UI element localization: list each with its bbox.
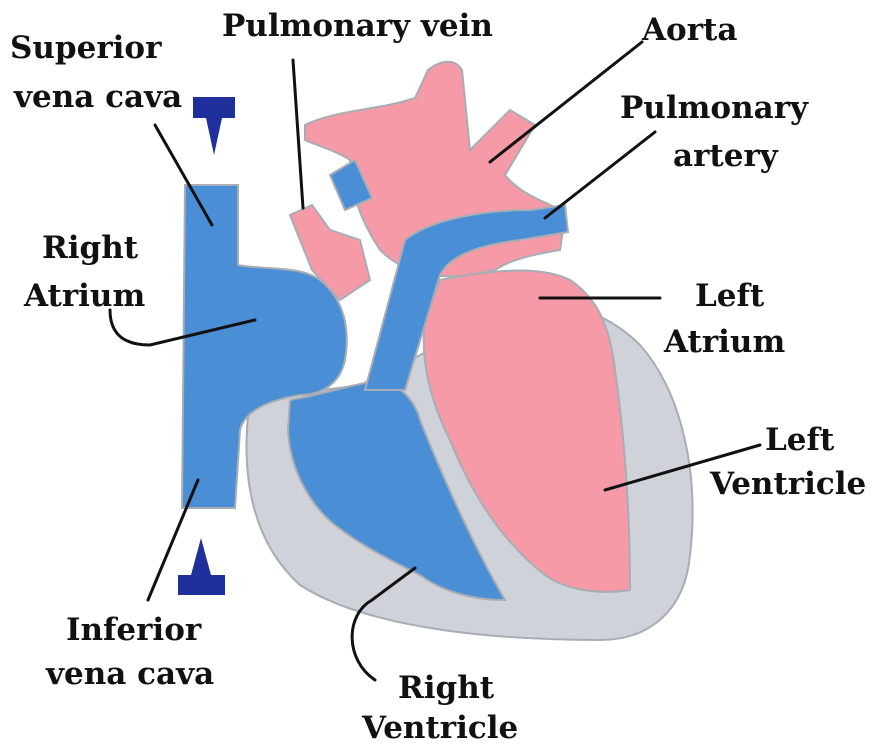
label-pulmonary-artery: Pulmonary artery: [620, 90, 819, 174]
label-right-ventricle: Right Ventricle: [361, 670, 518, 745]
down-arrow-icon: [193, 97, 235, 155]
up-arrow-icon: [178, 538, 225, 595]
label-aorta: Aorta: [641, 12, 737, 48]
label-left-atrium: Left Atrium: [663, 278, 785, 360]
label-pulmonary-vein: Pulmonary vein: [222, 8, 493, 44]
leader-superior-vena-cava: [155, 125, 212, 225]
leader-pulmonary-vein: [293, 60, 303, 208]
leader-pulmonary-artery: [545, 132, 655, 218]
label-inferior-vena-cava: Inferior vena cava: [45, 612, 214, 692]
label-superior-vena-cava: Superior vena cava: [10, 30, 182, 115]
label-left-ventricle: Left Ventricle: [709, 422, 866, 502]
label-right-atrium: Right Atrium: [23, 230, 149, 314]
